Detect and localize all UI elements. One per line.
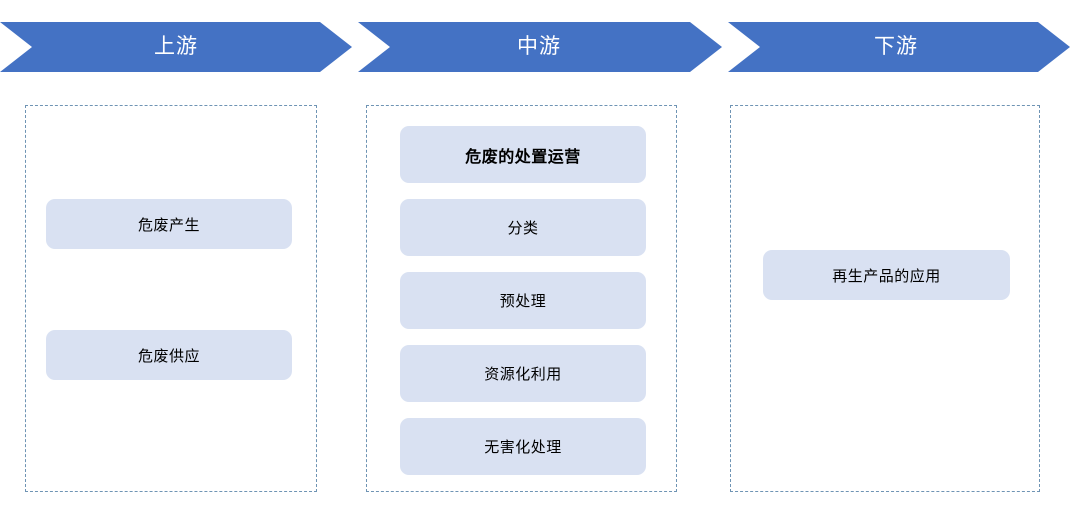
stage-item-upstream-1[interactable]: 危废供应 (46, 330, 292, 380)
banner-chevron-upstream (0, 22, 352, 72)
banner-chevron-downstream (728, 22, 1070, 72)
stage-item-midstream-0[interactable]: 危废的处置运营 (400, 126, 646, 183)
stage-item-midstream-3[interactable]: 资源化利用 (400, 345, 646, 402)
stage-item-downstream-0[interactable]: 再生产品的应用 (763, 250, 1010, 300)
stage-container-upstream (25, 105, 317, 492)
banner-chevron-midstream (358, 22, 722, 72)
stage-item-upstream-0[interactable]: 危废产生 (46, 199, 292, 249)
stage-item-midstream-2[interactable]: 预处理 (400, 272, 646, 329)
stage-container-downstream (730, 105, 1040, 492)
stage-container-midstream (366, 105, 677, 492)
stage-item-midstream-1[interactable]: 分类 (400, 199, 646, 256)
value-chain-banner (0, 22, 1070, 72)
stage-item-midstream-4[interactable]: 无害化处理 (400, 418, 646, 475)
